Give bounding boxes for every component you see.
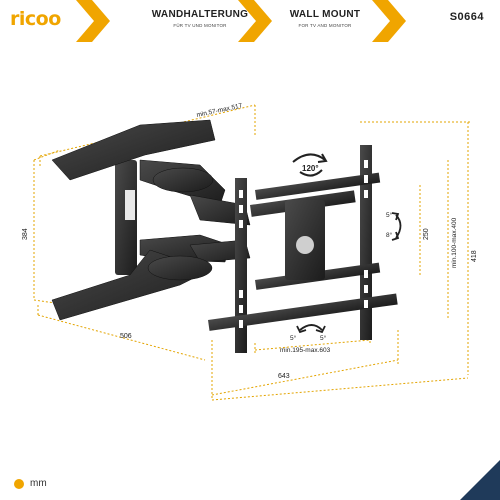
corner-triangle-icon — [460, 460, 500, 500]
label-rail-gap: 250 — [423, 228, 430, 240]
header-block-de: WANDHALTERUNG FÜR TV UND MONITOR — [140, 9, 260, 28]
title-en: WALL MOUNT — [289, 9, 361, 20]
brand-logo: ricoo — [10, 8, 61, 30]
pan-arrow-icon — [296, 324, 326, 334]
header-bar: ricoo WANDHALTERUNG FÜR TV UND MONITOR W… — [0, 0, 500, 42]
label-swivel-left: 5° — [290, 334, 297, 342]
subtitle-de: FÜR TV UND MONITOR — [173, 23, 227, 28]
logo-text: ricoo — [10, 8, 61, 30]
slot-holes — [239, 160, 368, 328]
label-tilt-up: 5° — [386, 211, 393, 219]
label-vesa-h: min.195-max.603 — [280, 347, 331, 354]
label-plate-height: 418 — [471, 250, 478, 262]
label-tilt-down: 8° — [386, 231, 393, 239]
title-de: WANDHALTERUNG — [151, 9, 249, 20]
unit-label: mm — [30, 478, 47, 489]
unit-dot-icon — [14, 478, 24, 489]
label-swivel-right: 5° — [320, 334, 327, 342]
header-block-en: WALL MOUNT FOR TV AND MONITOR — [270, 9, 380, 28]
vesa-bracket — [208, 145, 398, 353]
label-depth: 506 — [120, 333, 132, 340]
header-chevron-right-icon — [372, 0, 406, 42]
header-chevron-left-icon — [76, 0, 110, 42]
label-height-total: 384 — [22, 228, 29, 240]
model-number: S0664 — [449, 11, 484, 23]
label-plate-width: 643 — [278, 373, 290, 380]
label-arm-length: min.57-max.517 — [196, 102, 243, 119]
tilt-arrow-icon — [391, 212, 402, 241]
dimension-lines — [33, 104, 470, 401]
wall-plate — [115, 160, 137, 275]
articulating-arms — [51, 119, 251, 321]
label-vesa-v: min.100-max.400 — [451, 217, 458, 268]
unit-note: mm — [14, 478, 47, 489]
header-chevron-mid-icon — [238, 0, 272, 42]
swivel-arrow-icon — [292, 153, 328, 177]
label-swivel: 120° — [302, 164, 319, 173]
subtitle-en: FOR TV AND MONITOR — [298, 23, 352, 28]
